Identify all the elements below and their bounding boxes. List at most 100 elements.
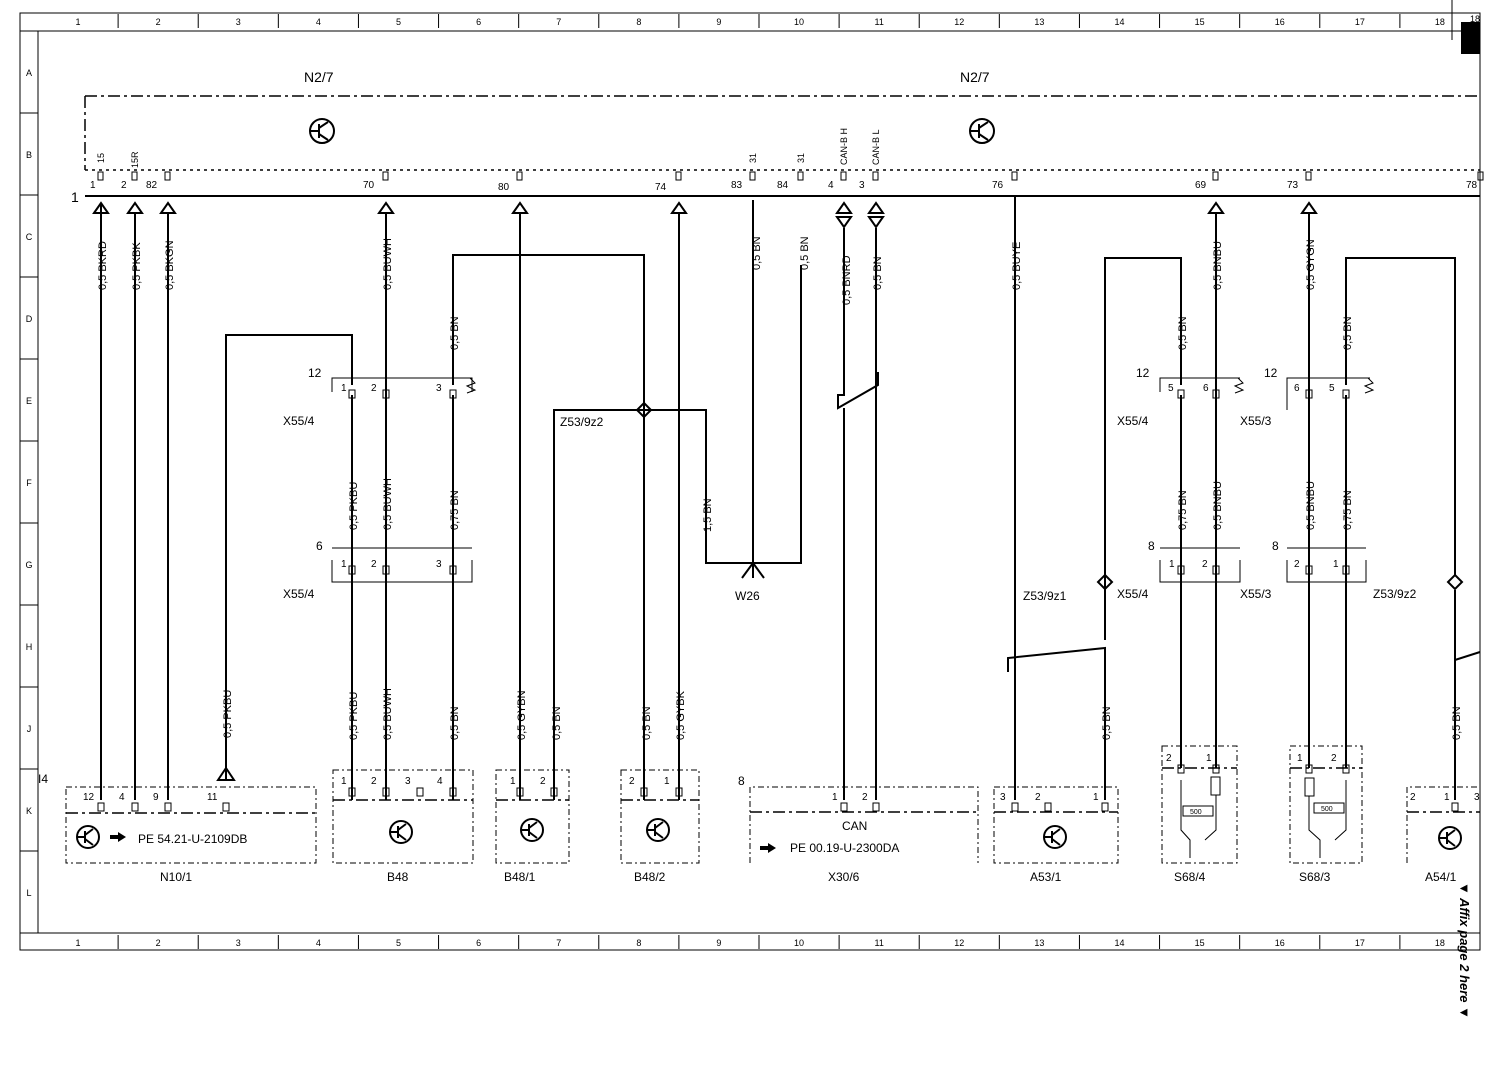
resistor-icon: [1210, 776, 1221, 796]
wire-label: 0,5 BNBU: [1212, 241, 1224, 290]
column-index: 3: [236, 17, 241, 27]
column-index: 17: [1355, 938, 1365, 948]
pin-number: 1: [1169, 559, 1175, 570]
reference-hand-icon: [760, 843, 776, 853]
connector-label: X55/3: [1240, 414, 1272, 428]
wire-label: 0,5 BUWH: [382, 478, 394, 530]
column-index: 17: [1355, 17, 1365, 27]
component-label: B48: [387, 870, 409, 884]
ground-point-icon: [741, 561, 765, 579]
wire-label: 0,5 PKBU: [348, 482, 360, 530]
pin-number: 5: [1329, 383, 1335, 394]
pin-number: 2: [629, 776, 635, 787]
component-label: A54/1: [1425, 870, 1457, 884]
connector-x55-4-3-upper: 12 X55/4 X55/3 5 6: [1117, 366, 1272, 428]
connector-number: 12: [308, 366, 322, 380]
column-index: 2: [156, 938, 161, 948]
wire-labels-top: 0,5 BKRD 0,5 PKBK 0,5 BKGN 0,5 BUWH 0,5 …: [97, 236, 1317, 305]
control-unit-n2-7: N2/7 N2/7 1: [71, 69, 1480, 205]
wire-label: 0,5 BUWH: [382, 688, 394, 740]
row-index: J: [27, 724, 32, 734]
wire-label: 0,5 GYGN: [1305, 239, 1317, 290]
connector-number: I4: [38, 772, 48, 786]
component-label: S68/3: [1299, 870, 1331, 884]
wire-labels-bottom: 0,5 PKBU 0,5 PKBU 0,5 BUWH 0,5 BN 0,5 GY…: [222, 688, 1463, 740]
pin-number: 69: [1195, 180, 1207, 191]
wire-label: 0,5 GYBN: [516, 690, 528, 740]
connector-number: 8: [1272, 539, 1279, 553]
wire-label: 0,5 GYBK: [675, 690, 687, 740]
pin-number: 12: [83, 792, 95, 803]
pin-number: 2: [121, 180, 127, 191]
splice-label: Z53/9z2: [1373, 587, 1417, 601]
wire-label: 0,5 BUWH: [382, 238, 394, 290]
column-index: 7: [556, 938, 561, 948]
pin-number: 3: [436, 383, 442, 394]
column-index: 1: [76, 17, 81, 27]
sheet-marker-block: [1461, 22, 1480, 54]
row-index: F: [26, 478, 32, 488]
pin-number: 84: [777, 180, 789, 191]
pin-number: 11: [207, 792, 218, 803]
connector-label: X55/4: [1117, 587, 1149, 601]
pin-number: 73: [1287, 180, 1299, 191]
wire-label: 0,5 PKBU: [348, 692, 360, 740]
drawing-frame: [19, 0, 1481, 951]
pin-number: 1: [341, 559, 347, 570]
pin-number: 2: [1202, 559, 1208, 570]
pin-number: 2: [1410, 792, 1416, 803]
column-index: 15: [1195, 17, 1205, 27]
unit-pin-numbers: 1 2 82 70 80 74 83 84 4 3 76 69 73 78: [90, 180, 1478, 193]
component-label: X30/6: [828, 870, 860, 884]
pin-signal: 31: [748, 153, 758, 163]
pin-number: 1: [341, 383, 347, 394]
column-index: 13: [1034, 938, 1044, 948]
column-index: 14: [1114, 938, 1124, 948]
column-index: 3: [236, 938, 241, 948]
pin-number: 3: [1474, 792, 1480, 803]
wire-label: 0,5 BUYE: [1011, 242, 1023, 290]
column-index: 11: [874, 938, 883, 948]
connector-x55-upper-right: 12 6 5: [1264, 366, 1375, 410]
pin-number: 2: [371, 559, 377, 570]
pin-number: 2: [1331, 753, 1337, 764]
transistor-icon: [389, 820, 413, 844]
pin-number: 6: [1203, 383, 1209, 394]
pin-signal: CAN-B H: [839, 128, 849, 165]
pin-number: 1: [1444, 792, 1450, 803]
pin-number: 4: [437, 776, 443, 787]
pin-signal: 15: [96, 153, 106, 163]
wire-label: 0,5 BN: [449, 706, 461, 740]
pin-number: 1: [341, 776, 347, 787]
affix-page-note: ▼ Affix page 2 here ▼: [1457, 882, 1472, 1019]
column-index: 2: [156, 17, 161, 27]
connector-label: X55/4: [283, 587, 315, 601]
pin-number: 70: [363, 180, 375, 191]
row-index: B: [26, 150, 32, 160]
pin-number: 3: [436, 559, 442, 570]
pin-number: 3: [859, 180, 865, 191]
column-index: 18: [1435, 938, 1445, 948]
component-label: A53/1: [1030, 870, 1062, 884]
pin-number: 83: [731, 180, 743, 191]
row-index: K: [26, 806, 32, 816]
sheet-mark: 18: [1470, 14, 1480, 24]
control-unit-label-right: N2/7: [960, 69, 990, 85]
transistor-icon: [76, 825, 100, 849]
column-index: 9: [716, 938, 721, 948]
wire-label: 0,5 BN: [1177, 316, 1189, 350]
pin-number: 1: [510, 776, 516, 787]
splice-label: Z53/9z2: [560, 415, 604, 429]
transistor-icon: [1043, 825, 1067, 849]
column-index: 8: [636, 938, 641, 948]
transistor-icon: [646, 818, 670, 842]
transistor-icon: [1438, 826, 1462, 850]
pin-number: 1: [1333, 559, 1339, 570]
column-index: 7: [556, 17, 561, 27]
switch-icon: [1180, 780, 1217, 858]
wire-label: 0,5 PKBK: [131, 242, 143, 290]
pin-number: 1: [664, 776, 670, 787]
pin-number: 2: [371, 383, 377, 394]
component-s68-4: 2 1 500 S68/4: [1161, 745, 1238, 884]
